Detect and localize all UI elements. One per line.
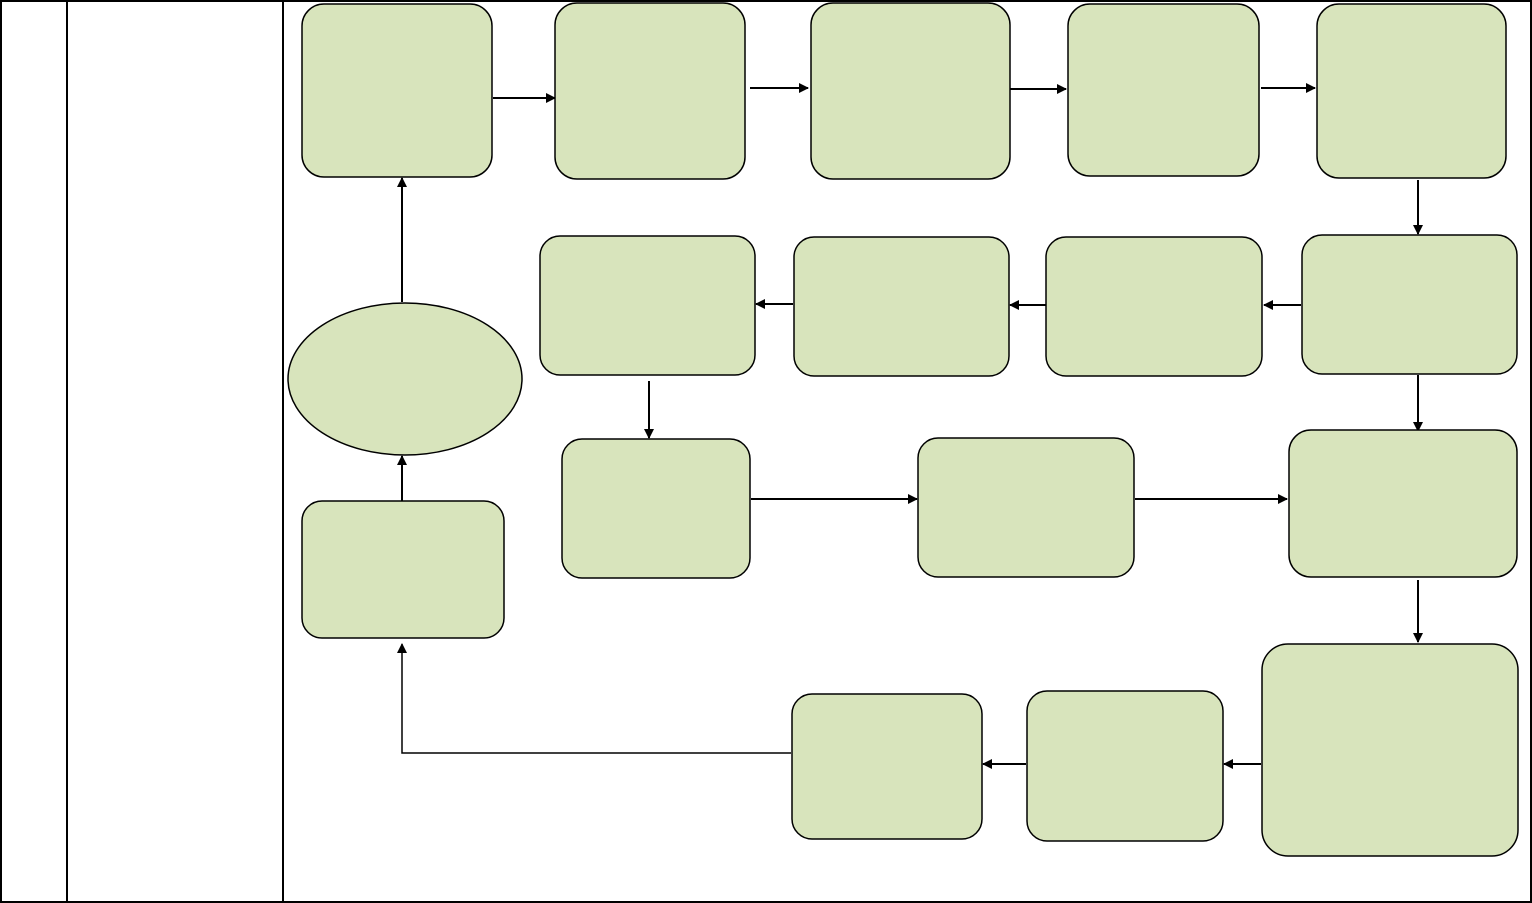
node-r4c2 — [1026, 690, 1224, 842]
connectors — [397, 83, 1423, 769]
node-r1c3 — [810, 2, 1011, 180]
node-r3c3 — [1288, 429, 1518, 578]
node-left-lower — [301, 500, 505, 639]
node-r1c1 — [301, 3, 493, 178]
node-r4c1 — [791, 693, 983, 840]
node-r1c5 — [1316, 3, 1507, 179]
nodes — [287, 2, 1519, 857]
node-r4c3 — [1261, 643, 1519, 857]
node-r1c4 — [1067, 3, 1260, 177]
arrow-r4c1-left-lower — [397, 643, 791, 754]
node-r1c2 — [554, 2, 746, 180]
node-r2c4 — [1301, 234, 1518, 375]
node-r2c3 — [1045, 236, 1263, 377]
node-r2c1 — [539, 235, 756, 376]
node-r3c2 — [917, 437, 1135, 578]
node-r2c2 — [793, 236, 1010, 377]
node-r3c1 — [561, 438, 751, 579]
node-hub — [287, 302, 523, 456]
